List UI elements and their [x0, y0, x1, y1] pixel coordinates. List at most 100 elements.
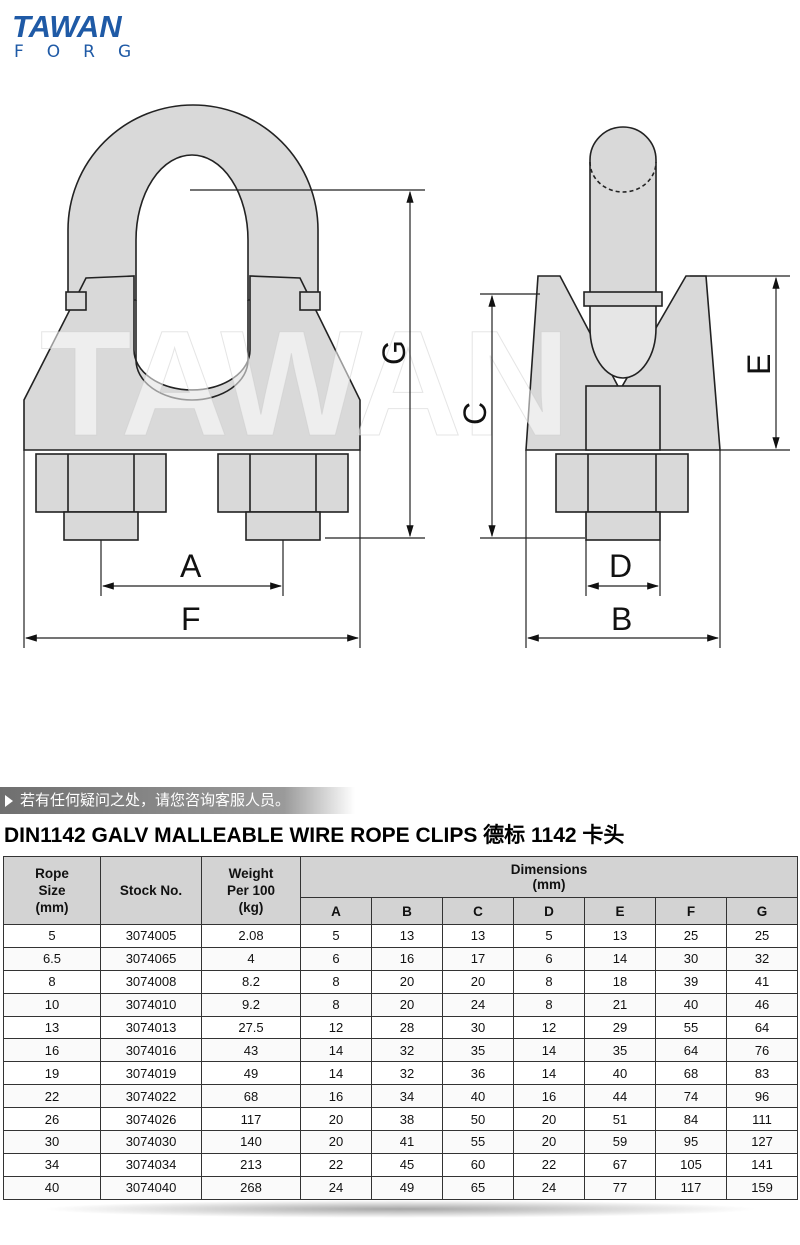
table-cell: 12 [300, 1015, 372, 1040]
table-cell: 30 [655, 946, 727, 971]
table-cell: 32 [371, 1061, 443, 1086]
table-cell: 13 [371, 924, 443, 948]
table-cell: 3074019 [100, 1061, 202, 1086]
company-logo: TAWAN FORG [12, 10, 172, 62]
table-cell: 3074026 [100, 1107, 202, 1132]
table-cell: 24 [442, 992, 514, 1017]
table-cell: 64 [655, 1038, 727, 1063]
table-cell: 14 [584, 946, 656, 971]
table-cell: 3074008 [100, 969, 202, 994]
table-cell: 13 [3, 1015, 101, 1040]
table-cell: 55 [442, 1130, 514, 1154]
table-cell: 117 [201, 1107, 301, 1132]
table-cell: 3074016 [100, 1038, 202, 1063]
header-rope-size: Rope Size (mm) [3, 856, 101, 925]
table-cell: 20 [442, 969, 514, 994]
header-dim-c: C [442, 897, 514, 925]
table-cell: 3074030 [100, 1130, 202, 1154]
front-view [23, 104, 361, 541]
table-cell: 213 [201, 1152, 301, 1177]
table-cell: 24 [513, 1175, 585, 1200]
table-cell: 16 [513, 1084, 585, 1109]
notice-text: 若有任何疑问之处，请您咨询客服人员。 [20, 791, 291, 809]
table-cell: 6 [300, 946, 372, 971]
side-nut [555, 453, 689, 541]
table-cell: 3074022 [100, 1084, 202, 1109]
header-dim-e: E [584, 897, 656, 925]
table-cell: 43 [201, 1038, 301, 1063]
bottom-shadow [40, 1200, 760, 1218]
dim-label-e: E [741, 354, 777, 375]
table-cell: 159 [725, 1175, 799, 1200]
table-cell: 140 [201, 1130, 301, 1154]
table-cell: 25 [725, 924, 799, 948]
table-cell: 40 [584, 1061, 656, 1086]
header-dim-d: D [513, 897, 585, 925]
table-cell: 44 [584, 1084, 656, 1109]
table-cell: 45 [371, 1152, 443, 1177]
table-cell: 68 [655, 1061, 727, 1086]
watermark-text: TAWAN [40, 299, 571, 467]
table-cell: 17 [442, 946, 514, 971]
table-cell: 20 [513, 1107, 585, 1132]
table-cell: 59 [584, 1130, 656, 1154]
dim-label-g: G [376, 340, 412, 365]
table-cell: 27.5 [201, 1015, 301, 1040]
table-cell: 8.2 [201, 969, 301, 994]
table-cell: 20 [371, 969, 443, 994]
spec-table-wrapper: Rope Size (mm) Stock No. Weight Per 100 … [3, 856, 799, 1200]
table-cell: 5 [513, 924, 585, 948]
table-cell: 77 [584, 1175, 656, 1200]
logo-text-sub: FORG [14, 42, 155, 62]
header-stock-no: Stock No. [100, 856, 202, 925]
header-weight: Weight Per 100 (kg) [201, 856, 301, 925]
table-cell: 25 [655, 924, 727, 948]
table-cell: 95 [655, 1130, 727, 1154]
table-cell: 3074034 [100, 1152, 202, 1177]
table-cell: 55 [655, 1015, 727, 1040]
table-cell: 26 [3, 1107, 101, 1132]
header-dim-a: A [300, 897, 372, 925]
table-cell: 20 [300, 1130, 372, 1154]
table-cell: 20 [513, 1130, 585, 1154]
table-cell: 49 [201, 1061, 301, 1086]
u-bolt-arch [67, 104, 319, 301]
table-cell: 84 [655, 1107, 727, 1132]
table-cell: 65 [442, 1175, 514, 1200]
dim-label-d: D [609, 548, 632, 584]
table-cell: 111 [725, 1107, 799, 1132]
table-cell: 105 [655, 1152, 727, 1177]
table-cell: 16 [371, 946, 443, 971]
table-cell: 14 [513, 1038, 585, 1063]
table-cell: 8 [300, 992, 372, 1017]
right-nut [217, 453, 349, 541]
table-cell: 5 [300, 924, 372, 948]
product-title: DIN1142 GALV MALLEABLE WIRE ROPE CLIPS 德… [4, 824, 625, 847]
product-drawing: TAWAN A F D B G C E [23, 104, 790, 648]
table-cell: 36 [442, 1061, 514, 1086]
table-cell: 39 [655, 969, 727, 994]
dim-label-f: F [181, 601, 201, 637]
table-cell: 141 [725, 1152, 799, 1177]
table-cell: 60 [442, 1152, 514, 1177]
table-cell: 14 [513, 1061, 585, 1086]
table-cell: 6.5 [3, 946, 101, 971]
table-cell: 8 [513, 992, 585, 1017]
table-cell: 14 [300, 1061, 372, 1086]
table-cell: 3074010 [100, 992, 202, 1017]
table-cell: 20 [371, 992, 443, 1017]
table-cell: 10 [3, 992, 101, 1017]
saddle-body [23, 275, 361, 451]
left-nut [35, 453, 167, 541]
table-cell: 3074065 [100, 946, 202, 971]
table-cell: 83 [725, 1061, 799, 1086]
table-cell: 13 [442, 924, 514, 948]
table-cell: 19 [3, 1061, 101, 1086]
table-cell: 41 [725, 969, 799, 994]
table-cell: 20 [300, 1107, 372, 1132]
table-cell: 22 [513, 1152, 585, 1177]
